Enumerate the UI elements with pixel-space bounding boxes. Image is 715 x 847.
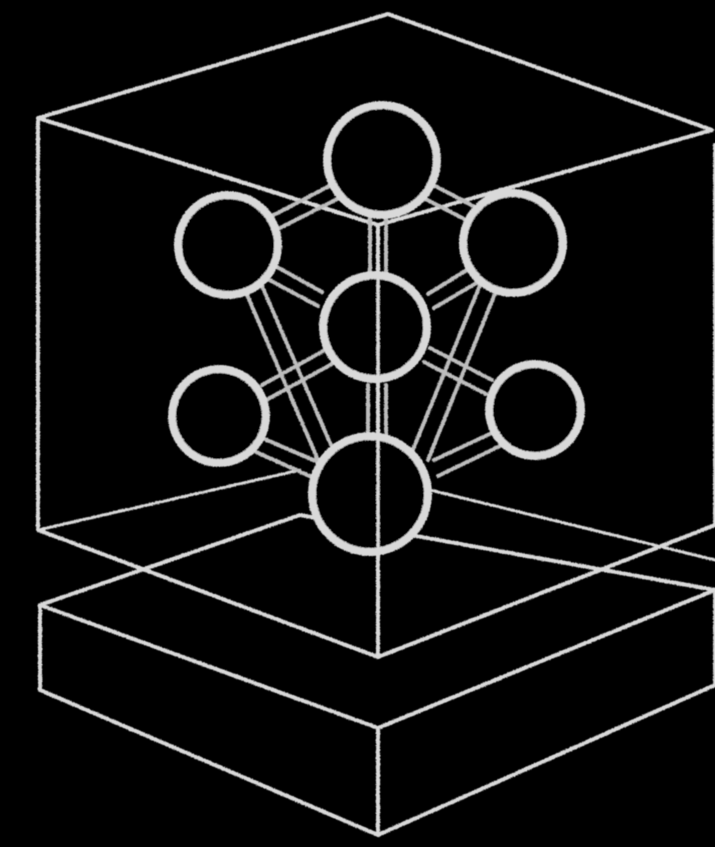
atom-top <box>327 105 437 215</box>
atom-upper-left <box>178 195 278 295</box>
atom-upper-right <box>463 193 563 293</box>
atom-center <box>323 275 427 379</box>
cube-back-edge-left <box>38 470 300 530</box>
bond-lowerright-bottom-b <box>438 446 500 476</box>
bond-lowerright-bottom-a <box>434 432 494 460</box>
atom-lower-right <box>489 364 581 456</box>
atom-bottom <box>312 436 428 552</box>
atom-lower-left <box>172 369 266 463</box>
base-right-face <box>378 590 715 835</box>
bond-top-upperleft-a <box>268 183 335 218</box>
cube-back-edge-right <box>430 490 715 560</box>
